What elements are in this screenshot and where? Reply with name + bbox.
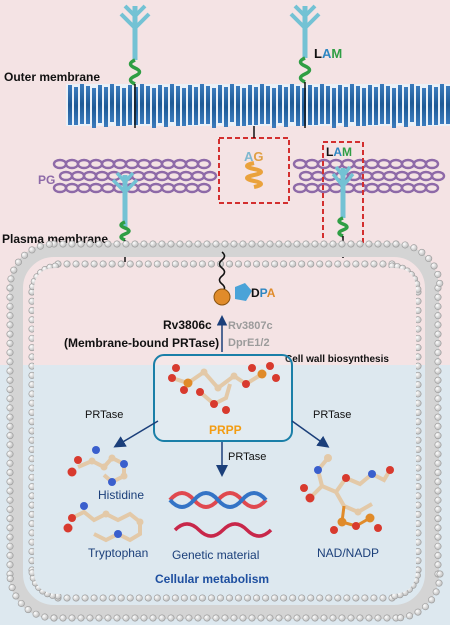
histidine-label: Histidine <box>98 488 144 502</box>
lam-molecule-plasma <box>111 171 139 262</box>
dpre-label: DprE1/2 <box>228 337 270 349</box>
ag-label: AG <box>244 149 264 164</box>
lam-label-mid: LAM <box>326 145 352 159</box>
arrow-prtase-left <box>113 420 159 448</box>
tryptophan-molecule <box>63 502 144 543</box>
prtase-label-left: PRTase <box>85 409 123 421</box>
ag-highlight-box <box>218 126 290 204</box>
plasma-membrane-ring <box>6 240 444 622</box>
dpa-label: DPA <box>251 286 276 300</box>
outer-membrane-label: Outer membrane <box>4 70 100 84</box>
tryptophan-label: Tryptophan <box>88 546 148 560</box>
rv3807c-label: Rv3807c <box>228 320 273 332</box>
nad-nadp-label: NAD/NADP <box>317 546 379 560</box>
prtase-label-right: PRTase <box>313 409 351 421</box>
lam-molecule-right <box>289 4 321 128</box>
pg-label: PG <box>38 173 55 187</box>
membrane-bound-prtase-label: (Membrane-bound PRTase) <box>64 336 219 350</box>
prtase-label-center: PRTase <box>228 451 266 463</box>
prpp-label: PRPP <box>209 423 242 437</box>
cell-wall-biosynthesis-label: Cell wall biosynthesis <box>285 354 389 365</box>
outer-membrane <box>66 84 450 128</box>
histidine-molecule <box>67 446 128 486</box>
genetic-material-dna <box>168 491 273 538</box>
lam-label-top: LAM <box>314 46 342 61</box>
prpp-box: PRPP <box>153 354 293 442</box>
arrow-prtase-right <box>291 420 330 448</box>
nad-nadp-molecule <box>300 454 394 534</box>
rv3806c-label: Rv3806c <box>163 318 212 332</box>
dpa-molecule <box>213 251 252 306</box>
lam-molecule-left <box>119 4 151 128</box>
genetic-material-label: Genetic material <box>172 548 259 562</box>
cellular-metabolism-label: Cellular metabolism <box>155 572 269 586</box>
